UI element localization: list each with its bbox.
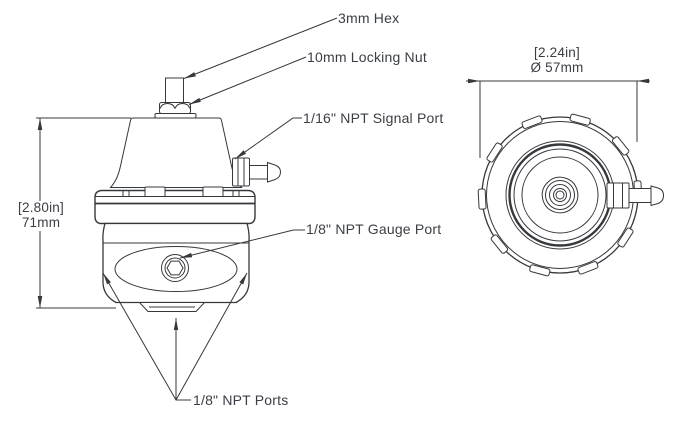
callout-locking-nut: 10mm Locking Nut xyxy=(307,49,427,65)
arrowhead-right xyxy=(468,78,480,84)
ring-notches xyxy=(478,114,642,277)
cap-circles xyxy=(506,141,614,249)
arrowhead xyxy=(239,273,247,285)
height-dimension-label: [2.80in] 71mm xyxy=(12,200,70,230)
gauge-port-plug xyxy=(162,255,189,282)
regulator-body xyxy=(103,224,249,312)
arrowhead-left xyxy=(637,78,649,84)
arrowhead xyxy=(184,72,196,79)
locking-nut xyxy=(160,103,191,114)
height-mm: 71mm xyxy=(21,215,61,230)
arrowhead xyxy=(103,273,111,285)
leader-hex xyxy=(184,18,337,79)
nut-washer xyxy=(155,114,196,119)
leader-locking-nut xyxy=(189,57,306,105)
vacuum-barb-fitting xyxy=(607,183,664,208)
diameter-dimension-lines xyxy=(466,78,650,158)
callout-npt-ports: 1/8" NPT Ports xyxy=(193,392,289,408)
callout-signal-port: 1/16" NPT Signal Port xyxy=(303,110,444,126)
body-face-ellipse xyxy=(115,247,237,292)
callout-gauge-port: 1/8" NPT Gauge Port xyxy=(306,221,442,237)
signal-port-fitting xyxy=(233,158,281,186)
spring-cap xyxy=(111,118,242,188)
arrowhead xyxy=(235,150,247,159)
diameter-dimension-label: [2.24in] Ø 57mm xyxy=(517,45,597,75)
clamp-ring xyxy=(95,187,255,224)
ring-notch xyxy=(145,187,165,197)
diameter-inches: [2.24in] xyxy=(534,45,580,60)
arrowhead xyxy=(189,97,201,105)
bottom-boss xyxy=(140,303,205,312)
height-dimension-lines xyxy=(36,118,131,308)
center-nut xyxy=(542,177,578,213)
ring-notch xyxy=(203,187,223,197)
arrowhead xyxy=(173,318,179,330)
side-view xyxy=(36,18,337,400)
arrowhead-down xyxy=(37,296,43,308)
height-inches: [2.80in] xyxy=(18,200,64,215)
adjustment-screw xyxy=(166,78,184,103)
top-view xyxy=(466,78,664,277)
arrowhead xyxy=(180,252,193,258)
callout-hex: 3mm Hex xyxy=(338,10,400,26)
leader-gauge-port xyxy=(180,230,305,258)
diameter-mm: Ø 57mm xyxy=(530,60,584,75)
leader-npt-ports xyxy=(103,273,247,400)
leader-signal-port xyxy=(235,118,302,159)
arrowhead-up xyxy=(37,118,43,130)
